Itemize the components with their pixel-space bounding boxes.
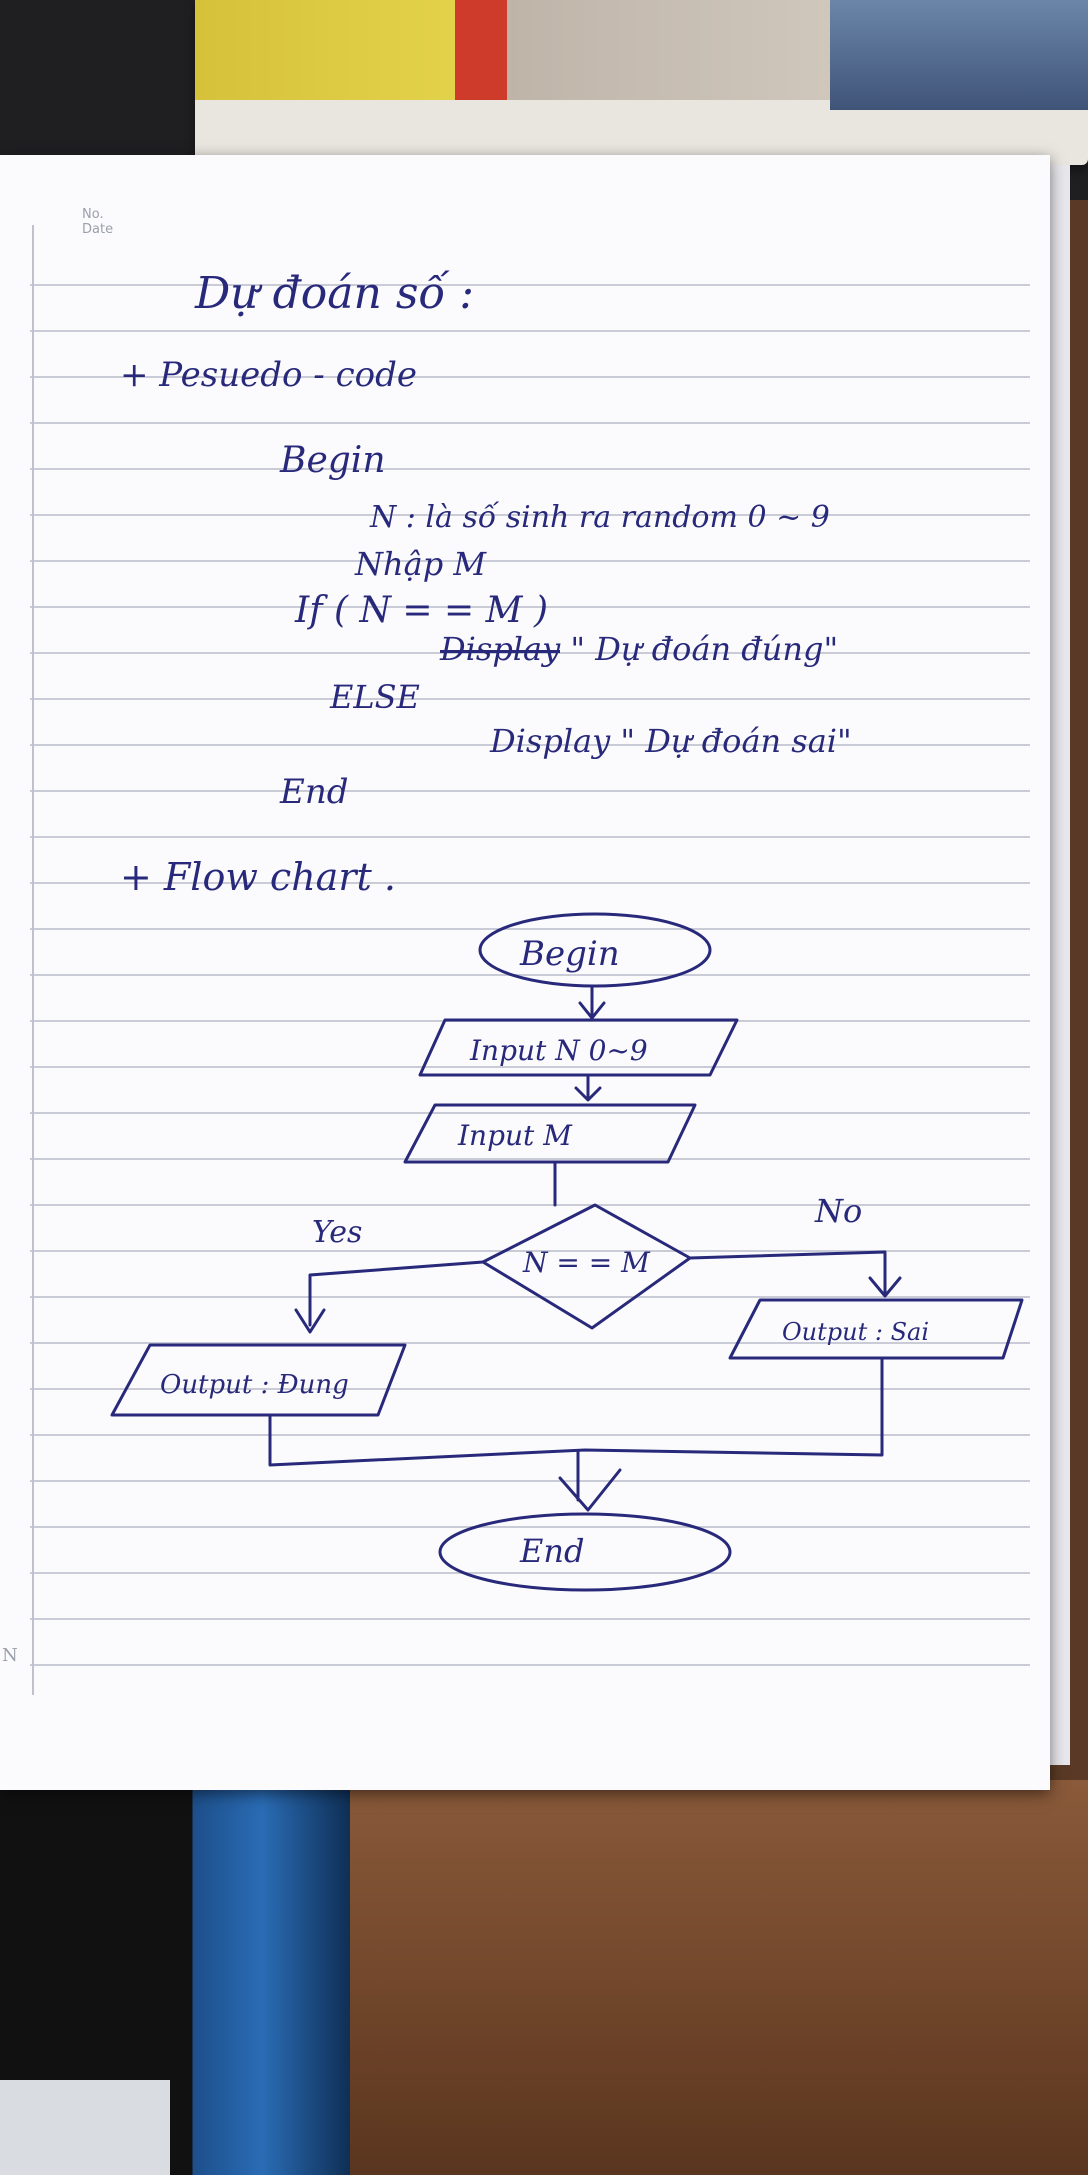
pseudo-line-if: If ( N = = M ) — [295, 590, 548, 631]
pseudo-line-else: ELSE — [330, 678, 420, 716]
no-label: No. — [82, 207, 104, 222]
decision-diamond — [481, 1203, 692, 1330]
flowchart-heading: + Flow chart . — [120, 855, 396, 899]
pseudo-line-end: End — [280, 772, 349, 812]
pseudo-line-random: N : là số sinh ra random 0 ~ 9 — [370, 500, 830, 535]
arrow-to-end — [558, 1450, 622, 1512]
output-no-box — [728, 1298, 1024, 1360]
page-header: No. Date — [82, 207, 113, 237]
decision-label: N = = M — [522, 1246, 651, 1279]
strikethrough — [440, 650, 560, 653]
input-m-box — [403, 1103, 697, 1164]
date-label: Date — [82, 222, 114, 237]
note-title: Dự đoán số : — [195, 268, 475, 319]
pseudo-line-begin: Begin — [280, 440, 386, 481]
end-label: End — [519, 1532, 584, 1570]
pseudo-code-heading: + Pesuedo - code — [120, 355, 417, 395]
begin-terminal — [478, 912, 712, 988]
output-yes-box — [110, 1343, 407, 1417]
fabric-light — [0, 2080, 170, 2175]
input-n-label: Input N 0~9 — [469, 1034, 648, 1067]
output-no-label: Output : Sai — [782, 1318, 929, 1346]
pseudo-line-input: Nhập M — [355, 545, 487, 583]
end-terminal — [438, 1512, 732, 1592]
arrow-begin-to-inputn — [578, 985, 606, 1020]
margin-line — [32, 225, 34, 1695]
pseudo-line-display-wrong: Display " Dự đoán sai" — [490, 722, 852, 760]
input-n-box — [418, 1018, 739, 1077]
input-m-label: Input M — [457, 1119, 573, 1152]
book-cover — [195, 0, 845, 100]
ruled-lines — [30, 240, 1030, 1670]
no-connector — [688, 1250, 902, 1298]
begin-label: Begin — [519, 934, 620, 974]
arrow-inputn-to-inputm — [574, 1075, 602, 1102]
merge-connector — [268, 1356, 884, 1467]
book-cover-photo — [830, 0, 1088, 110]
yes-connector — [294, 1260, 485, 1334]
yes-label: Yes — [312, 1215, 362, 1250]
pseudo-line-display-correct: Display " Dự đoán đúng" — [440, 630, 839, 668]
output-yes-label: Output : Đung — [160, 1370, 349, 1400]
edge-letter: N — [2, 1645, 18, 1666]
no-label: No — [814, 1192, 862, 1230]
